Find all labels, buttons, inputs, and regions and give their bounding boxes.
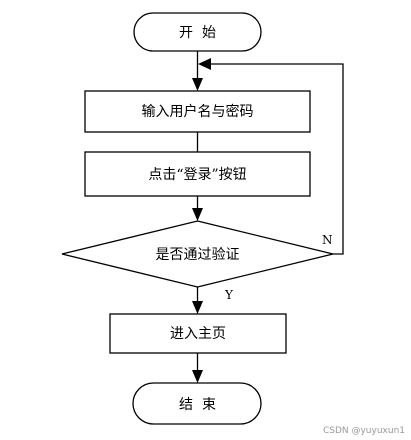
click-login-node: 点击“登录”按钮 — [84, 151, 311, 197]
input-credentials-label: 输入用户名与密码 — [142, 103, 254, 120]
decision-node: 是否通过验证 — [61, 220, 334, 288]
click-login-label: 点击“登录”按钮 — [148, 167, 246, 183]
input-credentials-node: 输入用户名与密码 — [84, 90, 311, 133]
watermark-text: CSDN @yuyuxun1 — [322, 426, 405, 436]
arrow-home-to-end — [192, 353, 203, 383]
yes-label: Y — [224, 288, 234, 302]
no-branch-loop: N — [198, 58, 344, 255]
start-label: 开 始 — [179, 25, 216, 41]
decision-label: 是否通过验证 — [156, 247, 240, 263]
enter-home-node: 进入主页 — [109, 313, 287, 354]
end-node: 结 束 — [132, 382, 262, 425]
start-node: 开 始 — [133, 12, 262, 52]
arrow-click-to-decision — [192, 196, 203, 221]
no-label: N — [322, 233, 333, 247]
enter-home-label: 进入主页 — [170, 326, 226, 342]
end-label: 结 束 — [179, 397, 216, 413]
yes-branch-arrow: Y — [192, 287, 234, 314]
arrow-start-to-input — [192, 51, 203, 91]
